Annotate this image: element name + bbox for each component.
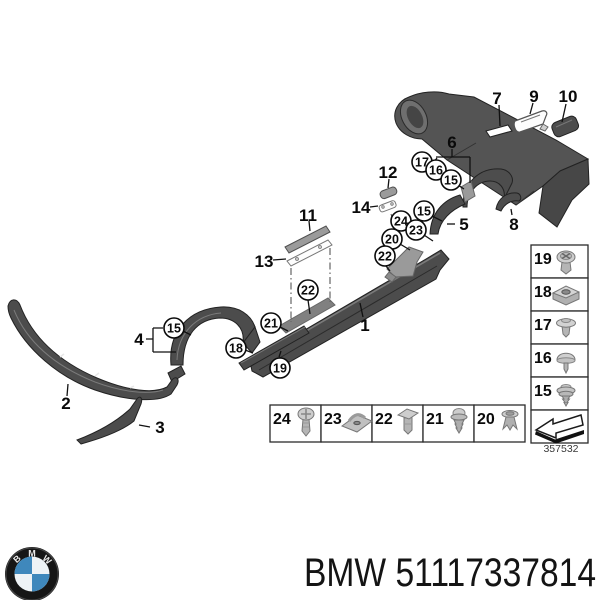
legend-box-19 [530, 244, 589, 279]
legend-num-24: 24 [273, 411, 291, 428]
cage-nut-icon [551, 285, 581, 306]
callout-circled-18: 18 [225, 337, 247, 359]
callout-2: 2 [61, 394, 70, 413]
svg-text:20: 20 [385, 233, 399, 247]
exploded-parts-diagram: 1 2 3 4 5 6 7 8 9 10 11 12 13 14 17 16 1… [7, 87, 590, 455]
screw-rivet-icon [556, 250, 576, 275]
callout-circled-19: 19 [269, 357, 291, 379]
part-10-cover [551, 115, 580, 138]
callout-11: 11 [299, 206, 317, 225]
speed-nut-icon [340, 413, 374, 433]
grommet-clip-icon [556, 384, 576, 408]
plain-callouts: 1 2 3 4 5 6 7 8 9 10 11 12 13 14 [61, 87, 577, 437]
callout-circled-15a: 15 [440, 169, 462, 191]
callout-12: 12 [379, 163, 398, 182]
svg-text:17: 17 [415, 156, 429, 170]
expansion-rivet-icon [396, 408, 420, 435]
legend-box-22 [371, 404, 424, 443]
sill-mount-strip [278, 297, 336, 334]
legend-num-19: 19 [534, 251, 552, 268]
part-13-strip [286, 239, 333, 267]
legend-num-16: 16 [534, 350, 552, 367]
callout-1: 1 [360, 316, 369, 335]
svg-text:B: B [11, 553, 23, 565]
circled-callouts: 17 16 15 15 24 23 20 22 [163, 151, 462, 379]
legend-num-20: 20 [477, 411, 495, 428]
callout-7: 7 [492, 89, 501, 108]
part-5-rear-arch-trim [429, 168, 513, 235]
part-14-pad [378, 200, 397, 213]
phillips-screw-icon [297, 407, 315, 437]
callout-6: 6 [447, 133, 456, 152]
legend-num-23: 23 [324, 411, 342, 428]
svg-text:22: 22 [378, 250, 392, 264]
legend-num-17: 17 [534, 317, 552, 334]
legend-num-18: 18 [534, 284, 552, 301]
svg-text:18: 18 [229, 342, 243, 356]
mushroom-clip-icon [556, 352, 576, 375]
part-11-strip [284, 225, 331, 254]
callout-8: 8 [509, 215, 518, 234]
part-12-pad [379, 186, 398, 200]
sill-rear-bracket [384, 246, 424, 283]
bmw-roundel-logo: B M W [5, 547, 59, 600]
callout-circled-16: 16 [425, 159, 447, 181]
callout-circled-15c: 15 [163, 317, 185, 339]
callout-9: 9 [529, 87, 538, 106]
callout-circled-15b: 15 [413, 200, 435, 222]
callout-circled-21: 21 [260, 312, 282, 334]
callout-13: 13 [255, 252, 274, 271]
svg-text:19: 19 [273, 362, 287, 376]
legend-box-20 [473, 404, 526, 443]
callout-14: 14 [352, 198, 371, 217]
flat-rivet-icon [556, 318, 576, 338]
svg-text:21: 21 [264, 317, 278, 331]
part-3-corner-piece [76, 396, 143, 445]
svg-text:15: 15 [444, 174, 458, 188]
callout-circled-23: 23 [405, 219, 427, 241]
svg-text:15: 15 [417, 205, 431, 219]
part-1-rocker-sill [238, 249, 450, 378]
sheet-number: 357532 [543, 443, 578, 455]
svg-text:22: 22 [301, 284, 315, 298]
svg-text:15: 15 [167, 322, 181, 336]
svg-text:16: 16 [429, 164, 443, 178]
legend-num-22: 22 [375, 411, 393, 428]
callout-4: 4 [134, 330, 144, 349]
callout-5: 5 [459, 215, 468, 234]
part-number-text: BMW 51117337814 [304, 551, 597, 595]
callout-3: 3 [155, 418, 164, 437]
push-rivet-icon [501, 410, 519, 431]
svg-text:23: 23 [409, 224, 423, 238]
legend-num-21: 21 [426, 411, 444, 428]
svg-text:M: M [28, 549, 36, 559]
legend-column: 19 18 17 16 15 [530, 244, 589, 444]
part-7-rear-bumper [394, 91, 590, 228]
callout-circled-22a: 22 [374, 245, 396, 267]
direction-arrow-icon [534, 414, 584, 444]
svg-text:24: 24 [394, 215, 408, 229]
ribbed-clip-icon [450, 408, 468, 434]
legend-row: 24 23 22 21 20 [269, 404, 526, 443]
callout-circled-22b: 22 [297, 279, 319, 301]
legend-num-15: 15 [534, 383, 552, 400]
part-8-corner-piece [495, 192, 522, 212]
part-4-front-arch-trim [167, 306, 261, 383]
legend-box-21 [422, 404, 475, 443]
callout-10: 10 [559, 87, 578, 106]
part-9-trim-strip [513, 110, 549, 133]
part-2-front-spoiler [7, 299, 179, 401]
